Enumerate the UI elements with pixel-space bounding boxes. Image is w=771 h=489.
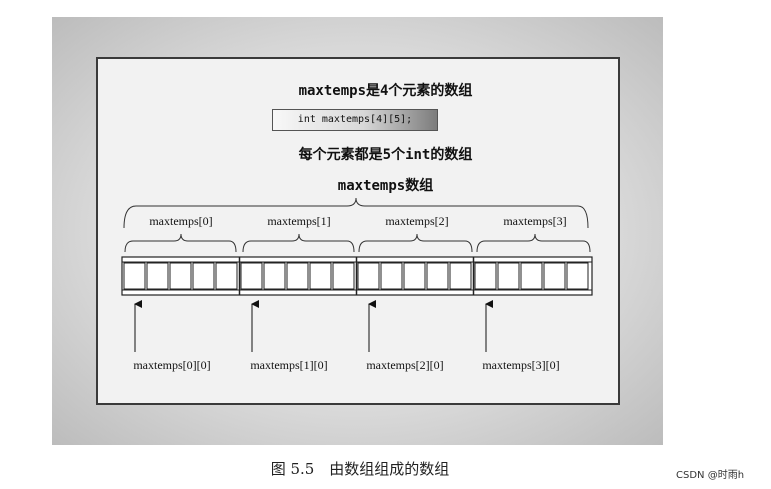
int-cell [497,262,520,290]
int-cell [332,262,355,290]
subarray-label-0: maxtemps[0] [149,214,213,228]
int-cell [403,262,426,290]
int-cell [380,262,403,290]
subarray-label-2: maxtemps[2] [385,214,449,228]
code-declaration: int maxtemps[4][5]; [272,109,438,131]
int-cell [520,262,543,290]
pointer-label-2: maxtemps[2][0] [366,358,444,372]
int-cell [263,262,286,290]
subarray-brace-3 [476,233,591,253]
subarray-label-3: maxtemps[3] [503,214,567,228]
int-cell [240,262,263,290]
int-cell [169,262,192,290]
pointer-label-0: maxtemps[0][0] [133,358,211,372]
int-cell [192,262,215,290]
int-cell [123,262,146,290]
watermark: CSDN @时雨h [676,470,745,481]
outer-brace [123,197,589,229]
int-cell [286,262,309,290]
int-cell [474,262,497,290]
pointer-label-1: maxtemps[1][0] [250,358,328,372]
heading-middle: 每个元素都是5个int的数组 [298,147,473,163]
subarray-brace-2 [358,233,473,253]
array-title: maxtemps数组 [337,178,434,194]
heading-top: maxtemps是4个元素的数组 [298,83,473,99]
int-cell [449,262,472,290]
pointer-label-3: maxtemps[3][0] [482,358,560,372]
cells-group-3 [474,262,589,290]
subarray-brace-1 [242,233,355,253]
cells-group-1 [240,262,355,290]
int-cell [309,262,332,290]
cells-group-0 [123,262,238,290]
int-cell [566,262,589,290]
figure-caption: 图 5.5 由数组组成的数组 [270,460,450,478]
int-cell [426,262,449,290]
int-cell [215,262,238,290]
subarray-label-1: maxtemps[1] [267,214,331,228]
int-cell [146,262,169,290]
int-cell [543,262,566,290]
int-cell [357,262,380,290]
cells-group-2 [357,262,472,290]
subarray-brace-0 [124,233,237,253]
